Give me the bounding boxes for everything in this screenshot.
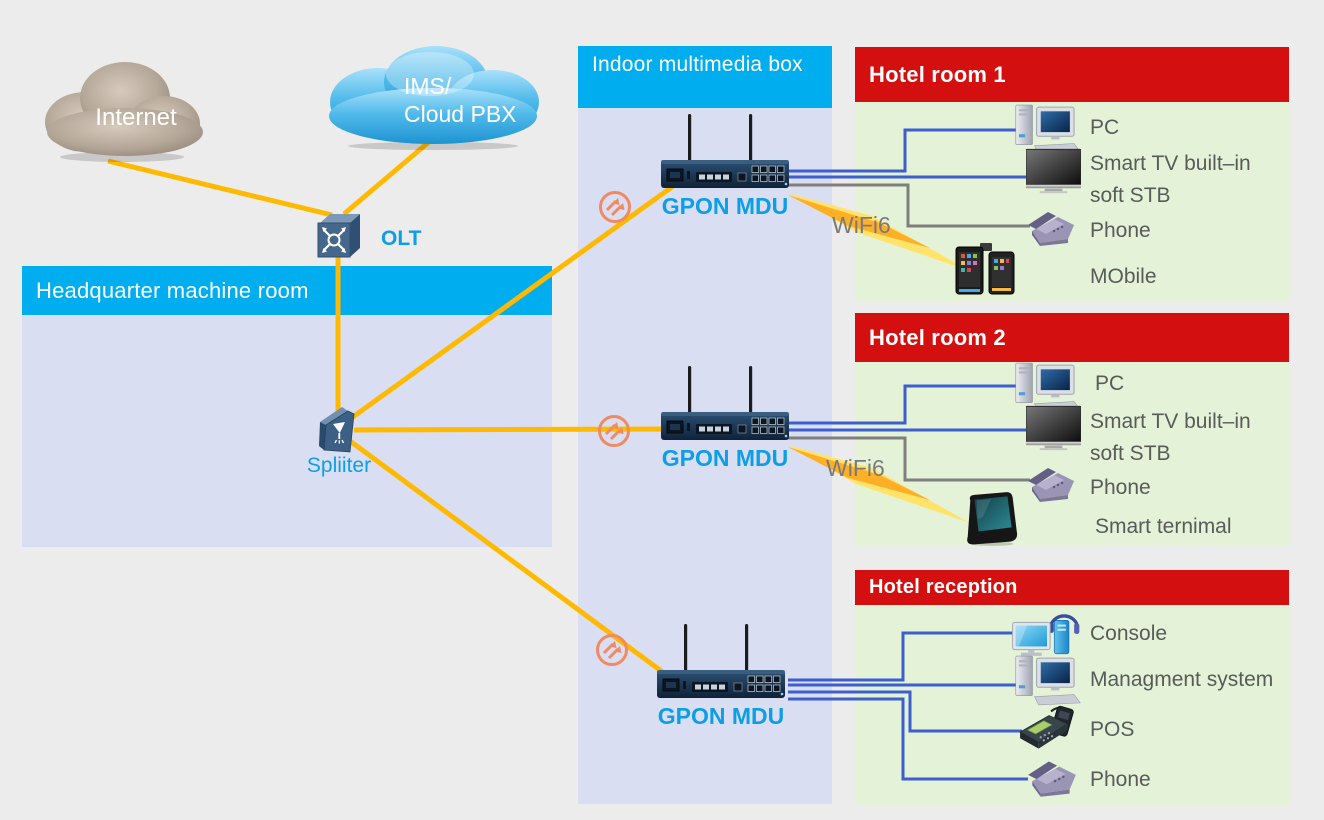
pos-label-reception: POS (1090, 718, 1135, 741)
smart-tv-label-line2-room2: soft STB (1090, 442, 1171, 465)
hotel-reception-header: Hotel reception (855, 570, 1289, 605)
phone-label-room1: Phone (1090, 219, 1151, 242)
splitter-icon (314, 402, 360, 456)
pc-label-room2: PC (1095, 372, 1125, 395)
smart-tv-label-line1-room2: Smart TV built–in (1090, 410, 1251, 433)
smart-tv-label-line2-room1: soft STB (1090, 184, 1171, 207)
gpon-mdu2-label: GPON MDU (661, 445, 789, 471)
pc-label-room1: PC (1090, 116, 1120, 139)
pos-icon-reception (1018, 704, 1082, 756)
smart-tv-icon-room2 (1026, 405, 1081, 453)
mobile-label-room1: MObile (1090, 265, 1157, 288)
gpon-mdu2-icon (660, 364, 790, 444)
hotel-room2-title: Hotel room 2 (869, 325, 1006, 350)
phone-label-room2: Phone (1090, 476, 1151, 499)
link-internet-olt (107, 158, 333, 218)
indoor-box-title: Indoor multimedia box (592, 53, 803, 76)
management-pc-icon-reception (1013, 654, 1081, 706)
smart-tv-icon-room1 (1026, 148, 1081, 196)
gpon-mdu1-icon (660, 112, 790, 192)
gpon-mdu3-icon (656, 622, 786, 702)
ims-cloud-label-line2: Cloud PBX (404, 101, 517, 127)
headquarter-panel-body (22, 315, 552, 547)
mobile-tablets-icon-room1 (952, 240, 1020, 298)
console-label-reception: Console (1090, 622, 1168, 645)
headquarter-machine-room-panel: Headquarter machine room (22, 266, 552, 547)
wifi6-label-room2: WiFi6 (826, 455, 885, 481)
hotel-room1-header: Hotel room 1 (855, 47, 1289, 102)
smart-terminal-label-room2: Smart ternimal (1095, 515, 1232, 538)
splitter-label: Spliiter (306, 454, 372, 477)
smart-terminal-icon-room2 (960, 486, 1024, 546)
management-system-label-reception: Managment system (1090, 668, 1274, 691)
smart-tv-label-line1-room1: Smart TV built–in (1090, 152, 1251, 175)
hotel-reception-title: Hotel reception (869, 576, 1018, 598)
gpon-mdu3-label: GPON MDU (657, 703, 785, 729)
phone-icon-room1 (1024, 206, 1078, 248)
fiber-connector-icon-1 (598, 190, 632, 224)
gpon-mdu1-label: GPON MDU (661, 193, 789, 219)
ims-cloud-label-line1: IMS/ (404, 73, 452, 99)
ims-cloud-pbx-cloud-icon (329, 46, 539, 150)
internet-cloud-icon (45, 62, 203, 162)
fiber-connector-icon-3 (595, 633, 629, 667)
phone-icon-room2 (1024, 462, 1078, 504)
olt-label: OLT (381, 227, 422, 250)
headquarter-panel-header: Headquarter machine room (22, 266, 552, 315)
hotel-room1-title: Hotel room 1 (869, 62, 1006, 87)
phone-label-reception: Phone (1090, 768, 1151, 791)
wifi6-label-room1: WiFi6 (832, 212, 891, 238)
indoor-box-header: Indoor multimedia box (578, 46, 832, 108)
internet-cloud-label: Internet (95, 104, 177, 131)
fiber-connector-icon-2 (597, 414, 631, 448)
headquarter-panel-title: Headquarter machine room (36, 278, 309, 303)
hotel-room2-header: Hotel room 2 (855, 313, 1289, 362)
olt-switch-icon (314, 211, 364, 263)
console-icon-reception (1012, 612, 1082, 660)
phone-icon-reception (1024, 756, 1080, 798)
